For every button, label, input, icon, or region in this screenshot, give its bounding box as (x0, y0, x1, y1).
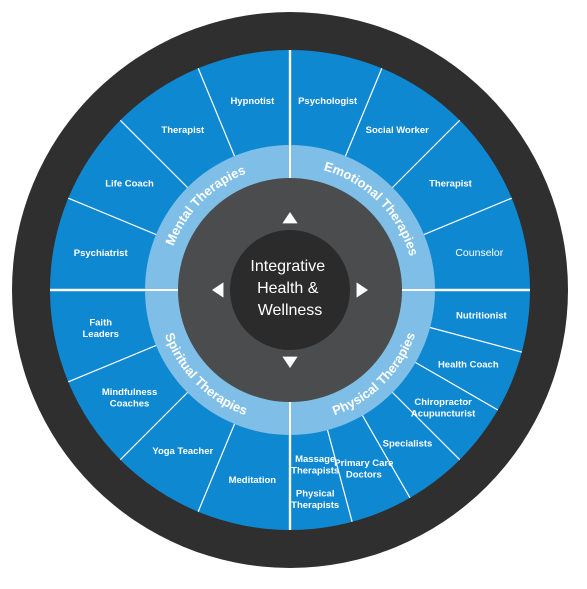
center-title-line-3: Wellness (258, 302, 323, 319)
role-label-line: Therapist (429, 178, 473, 189)
segment-divider (68, 344, 159, 383)
role-label-line: Physical (296, 488, 335, 499)
role-label-line: Coaches (110, 398, 150, 409)
arrow-left-icon (212, 282, 224, 298)
center-arrows (212, 212, 368, 368)
role-label-mental-3: Therapist (161, 125, 205, 136)
role-label-line: Life Coach (105, 178, 154, 189)
segment-divider (197, 68, 236, 159)
role-label-line: Mindfulness (102, 387, 157, 398)
segment-divider (344, 68, 383, 159)
inner-dividers (145, 145, 435, 435)
arrow-down-icon (282, 356, 298, 368)
role-label-line: Nutritionist (456, 311, 507, 322)
arrow-right-icon (356, 282, 368, 298)
segment-divider (326, 427, 353, 522)
role-label-line: Psychiatrist (74, 248, 129, 259)
segment-divider (427, 326, 522, 353)
segment-divider (68, 197, 159, 236)
role-label-line: Therapists (291, 465, 339, 476)
role-label-mental-2: Life Coach (105, 178, 154, 189)
segment-divider (413, 360, 499, 411)
role-label-mental-1: Psychiatrist (74, 248, 129, 259)
role-label-line: Meditation (229, 475, 277, 486)
role-label-physical-4: Specialists (383, 439, 433, 450)
role-label-physical-2: Health Coach (438, 359, 499, 370)
role-label-line: Counselor (455, 247, 503, 259)
segment-divider (119, 390, 190, 461)
role-label-emotional-4: Counselor (455, 247, 503, 259)
segment-divider (390, 119, 461, 190)
segment-divider (421, 197, 512, 236)
role-label-line: Social Worker (366, 125, 429, 136)
role-label-spiritual-2: Yoga Teacher (152, 446, 213, 457)
role-label-line: Health Coach (438, 359, 499, 370)
segment-divider (197, 421, 236, 512)
role-label-line: Massage (295, 454, 335, 465)
role-label-line: Chiropractor (414, 397, 472, 408)
role-label-line: Acupuncturist (411, 409, 476, 420)
role-label-line: Faith (89, 317, 112, 328)
role-label-emotional-3: Therapist (429, 178, 473, 189)
arrow-up-icon (282, 212, 298, 224)
role-label-emotional-1: Psychologist (298, 96, 358, 107)
role-label-line: Doctors (346, 470, 382, 481)
spoke-labels: Psychiatrist Life Coach Therapist Hypnotist… (74, 96, 508, 511)
role-label-line: Leaders (82, 329, 118, 340)
role-label-mental-4: Hypnotist (230, 96, 275, 107)
role-label-line: Yoga Teacher (152, 446, 213, 457)
segment-divider (119, 119, 190, 190)
role-label-emotional-2: Social Worker (366, 125, 429, 136)
center-title-line-1: Integrative (250, 258, 325, 275)
segment-divider (390, 390, 461, 461)
center-title-line-2: Health & (257, 280, 319, 297)
role-label-line: Psychologist (298, 96, 358, 107)
segment-divider (360, 413, 411, 499)
role-label-line: Therapists (291, 500, 339, 511)
core-center (230, 230, 350, 350)
role-label-spiritual-1: Meditation (229, 475, 277, 486)
role-label-physical-1: Nutritionist (456, 311, 507, 322)
role-label-line: Therapist (161, 125, 205, 136)
role-label-line: Hypnotist (230, 96, 275, 107)
role-label-line: Specialists (383, 439, 433, 450)
role-label-line: Primary Care (334, 458, 393, 469)
center-title: Integrative Health & Wellness (250, 258, 329, 319)
